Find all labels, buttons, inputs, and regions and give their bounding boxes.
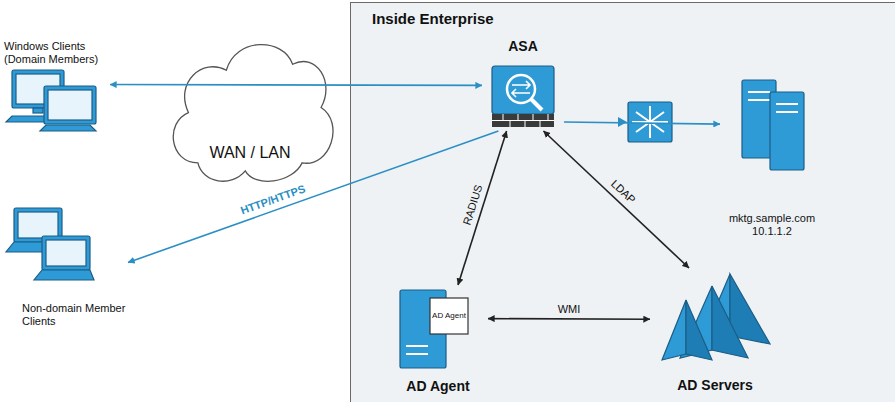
node-label: AD Agent <box>388 378 488 395</box>
node-label: WAN / LAN <box>160 143 340 162</box>
edge-label: WMI <box>556 303 583 316</box>
network-cloud: WAN / LAN <box>160 22 340 188</box>
node-label: ASA <box>482 38 564 55</box>
web-server-icon <box>742 80 804 170</box>
edge-label: HTTP/HTTPS <box>237 182 309 218</box>
asa-firewall-icon <box>492 66 554 127</box>
enterprise-region: Inside EnterpriseASA mktg.sample.com10.1.… <box>350 2 895 402</box>
node-label: Non-domain Member Clients <box>22 302 126 328</box>
laptop-computers <box>6 208 94 280</box>
badge-label: AD Agent <box>430 298 468 334</box>
web-server: mktg.sample.com10.1.1.2 <box>720 72 824 240</box>
client-group: Non-domain Member Clients <box>2 195 128 330</box>
node-label: Inside Enterprise <box>372 10 895 28</box>
node-label: 10.1.1.2 <box>720 225 824 238</box>
region-ground <box>350 2 895 402</box>
node-label: Windows Clients (Domain Members) <box>4 40 108 66</box>
directory-servers: AD Servers <box>650 268 780 396</box>
client-group: Windows Clients (Domain Members) <box>2 38 110 133</box>
node-label: mktg.sample.com <box>720 212 824 225</box>
cloud-outline <box>160 22 340 188</box>
node-label: AD Servers <box>650 377 780 394</box>
desktop-computers <box>6 70 96 131</box>
agent-server: AD Agent <box>388 285 488 397</box>
firewall-device: ASA <box>482 36 564 131</box>
